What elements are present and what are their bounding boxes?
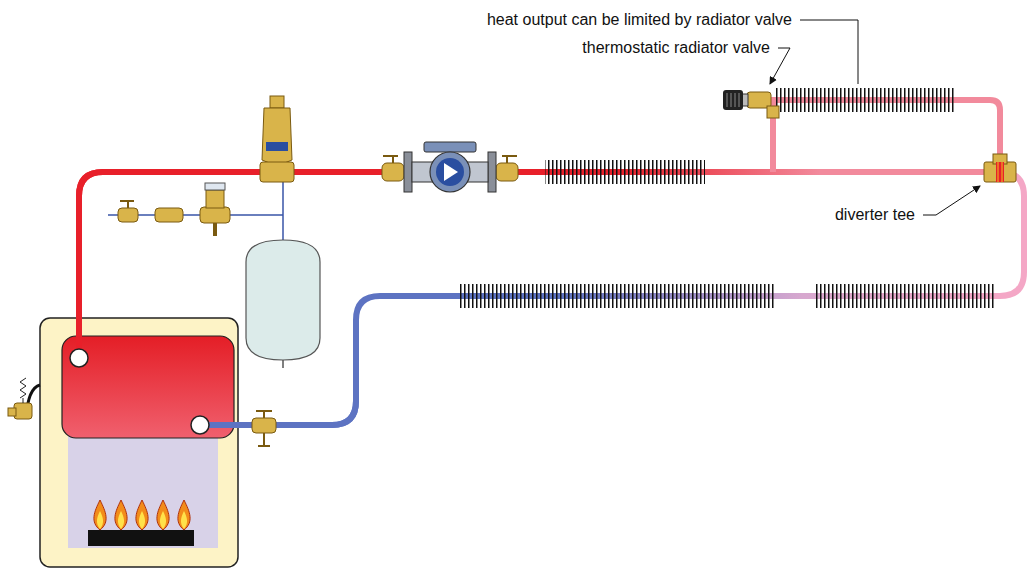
expansion-tank [246, 240, 320, 360]
fill-line [108, 172, 283, 240]
fin-tube [545, 160, 705, 184]
air-separator [260, 96, 294, 182]
fin-tube [815, 284, 995, 308]
drain-valve [252, 411, 276, 446]
fin-tube [775, 88, 955, 112]
flames [94, 500, 190, 530]
circulator-pump [382, 142, 518, 192]
supply-pipe [79, 172, 1000, 358]
diverter-tee [984, 154, 1016, 182]
callout-label: heat output can be limited by radiator v… [485, 11, 794, 29]
thermostatic-valve [723, 90, 779, 118]
relief-valve [8, 378, 40, 419]
leader-lines [770, 20, 980, 215]
return-pipe [205, 172, 1024, 425]
boiler-cabinet [40, 318, 238, 567]
fin-tube [458, 284, 776, 308]
heat-exchanger [62, 336, 234, 438]
combustion-chamber [68, 430, 218, 548]
callout-label: diverter tee [833, 206, 917, 224]
burner [88, 530, 194, 546]
callout-label: thermostatic radiator valve [580, 39, 772, 57]
